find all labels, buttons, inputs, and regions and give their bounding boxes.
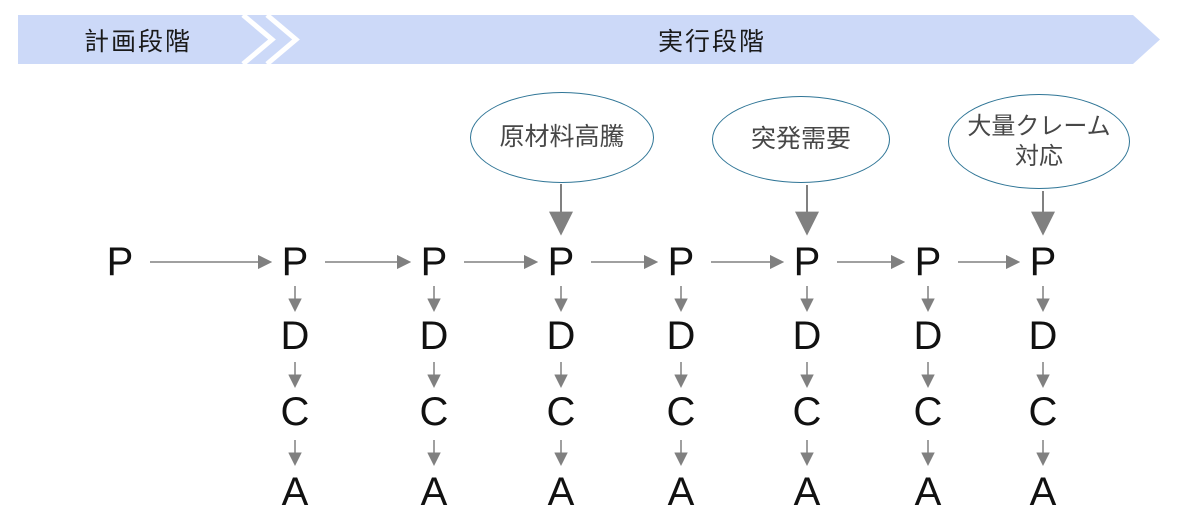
pdca-letter-p: P [547,240,575,284]
pdca-letter-p: P [420,240,448,284]
event-bubble-label: 突発需要 [750,124,851,153]
pdca-letter-d: D [419,314,449,358]
pdca-letter-c: C [546,390,576,434]
pdca-letter-p: P [914,240,942,284]
pdca-letter-p: P [1029,240,1057,284]
pdca-letter-d: D [280,314,310,358]
pdca-letter-a: A [420,470,448,514]
pdca-letter-c: C [666,390,696,434]
event-bubble-label: 大量クレーム 対応 [967,112,1111,170]
pdca-letter-p: P [106,240,134,284]
pdca-letter-c: C [913,390,943,434]
pdca-letter-d: D [913,314,943,358]
pdca-letter-c: C [419,390,449,434]
banner-chevron-icon [265,13,300,66]
event-arrows [549,184,1055,236]
pdca-letter-a: A [1029,470,1057,514]
pdca-letter-d: D [792,314,822,358]
pdca-letter-c: C [792,390,822,434]
banner-arrow-shape [18,15,1160,64]
pdca-letter-a: A [914,470,942,514]
pdca-letter-p: P [667,240,695,284]
phase-banner [18,13,1160,66]
pdca-letter-d: D [666,314,696,358]
event-bubble-label: 原材料高騰 [499,122,625,151]
pdca-letter-c: C [1028,390,1058,434]
phase-label-planning: 計画段階 [83,28,193,56]
event-bubble-raw-material-cost-surge: 原材料高騰 [470,92,654,183]
vertical-arrows [288,286,1050,467]
pdca-letter-a: A [667,470,695,514]
pdca-letter-c: C [280,390,310,434]
pdca-letter-a: A [793,470,821,514]
event-bubble-sudden-demand: 突発需要 [712,96,890,183]
pdca-letter-p: P [793,240,821,284]
pdca-letter-p: P [281,240,309,284]
pdca-letter-d: D [1028,314,1058,358]
banner-chevron-icon [241,13,276,66]
event-bubble-mass-complaint-response: 大量クレーム 対応 [948,94,1130,189]
pdca-letter-a: A [281,470,309,514]
pdca-letter-d: D [546,314,576,358]
pdca-letter-a: A [547,470,575,514]
phase-label-execution: 実行段階 [657,28,767,56]
